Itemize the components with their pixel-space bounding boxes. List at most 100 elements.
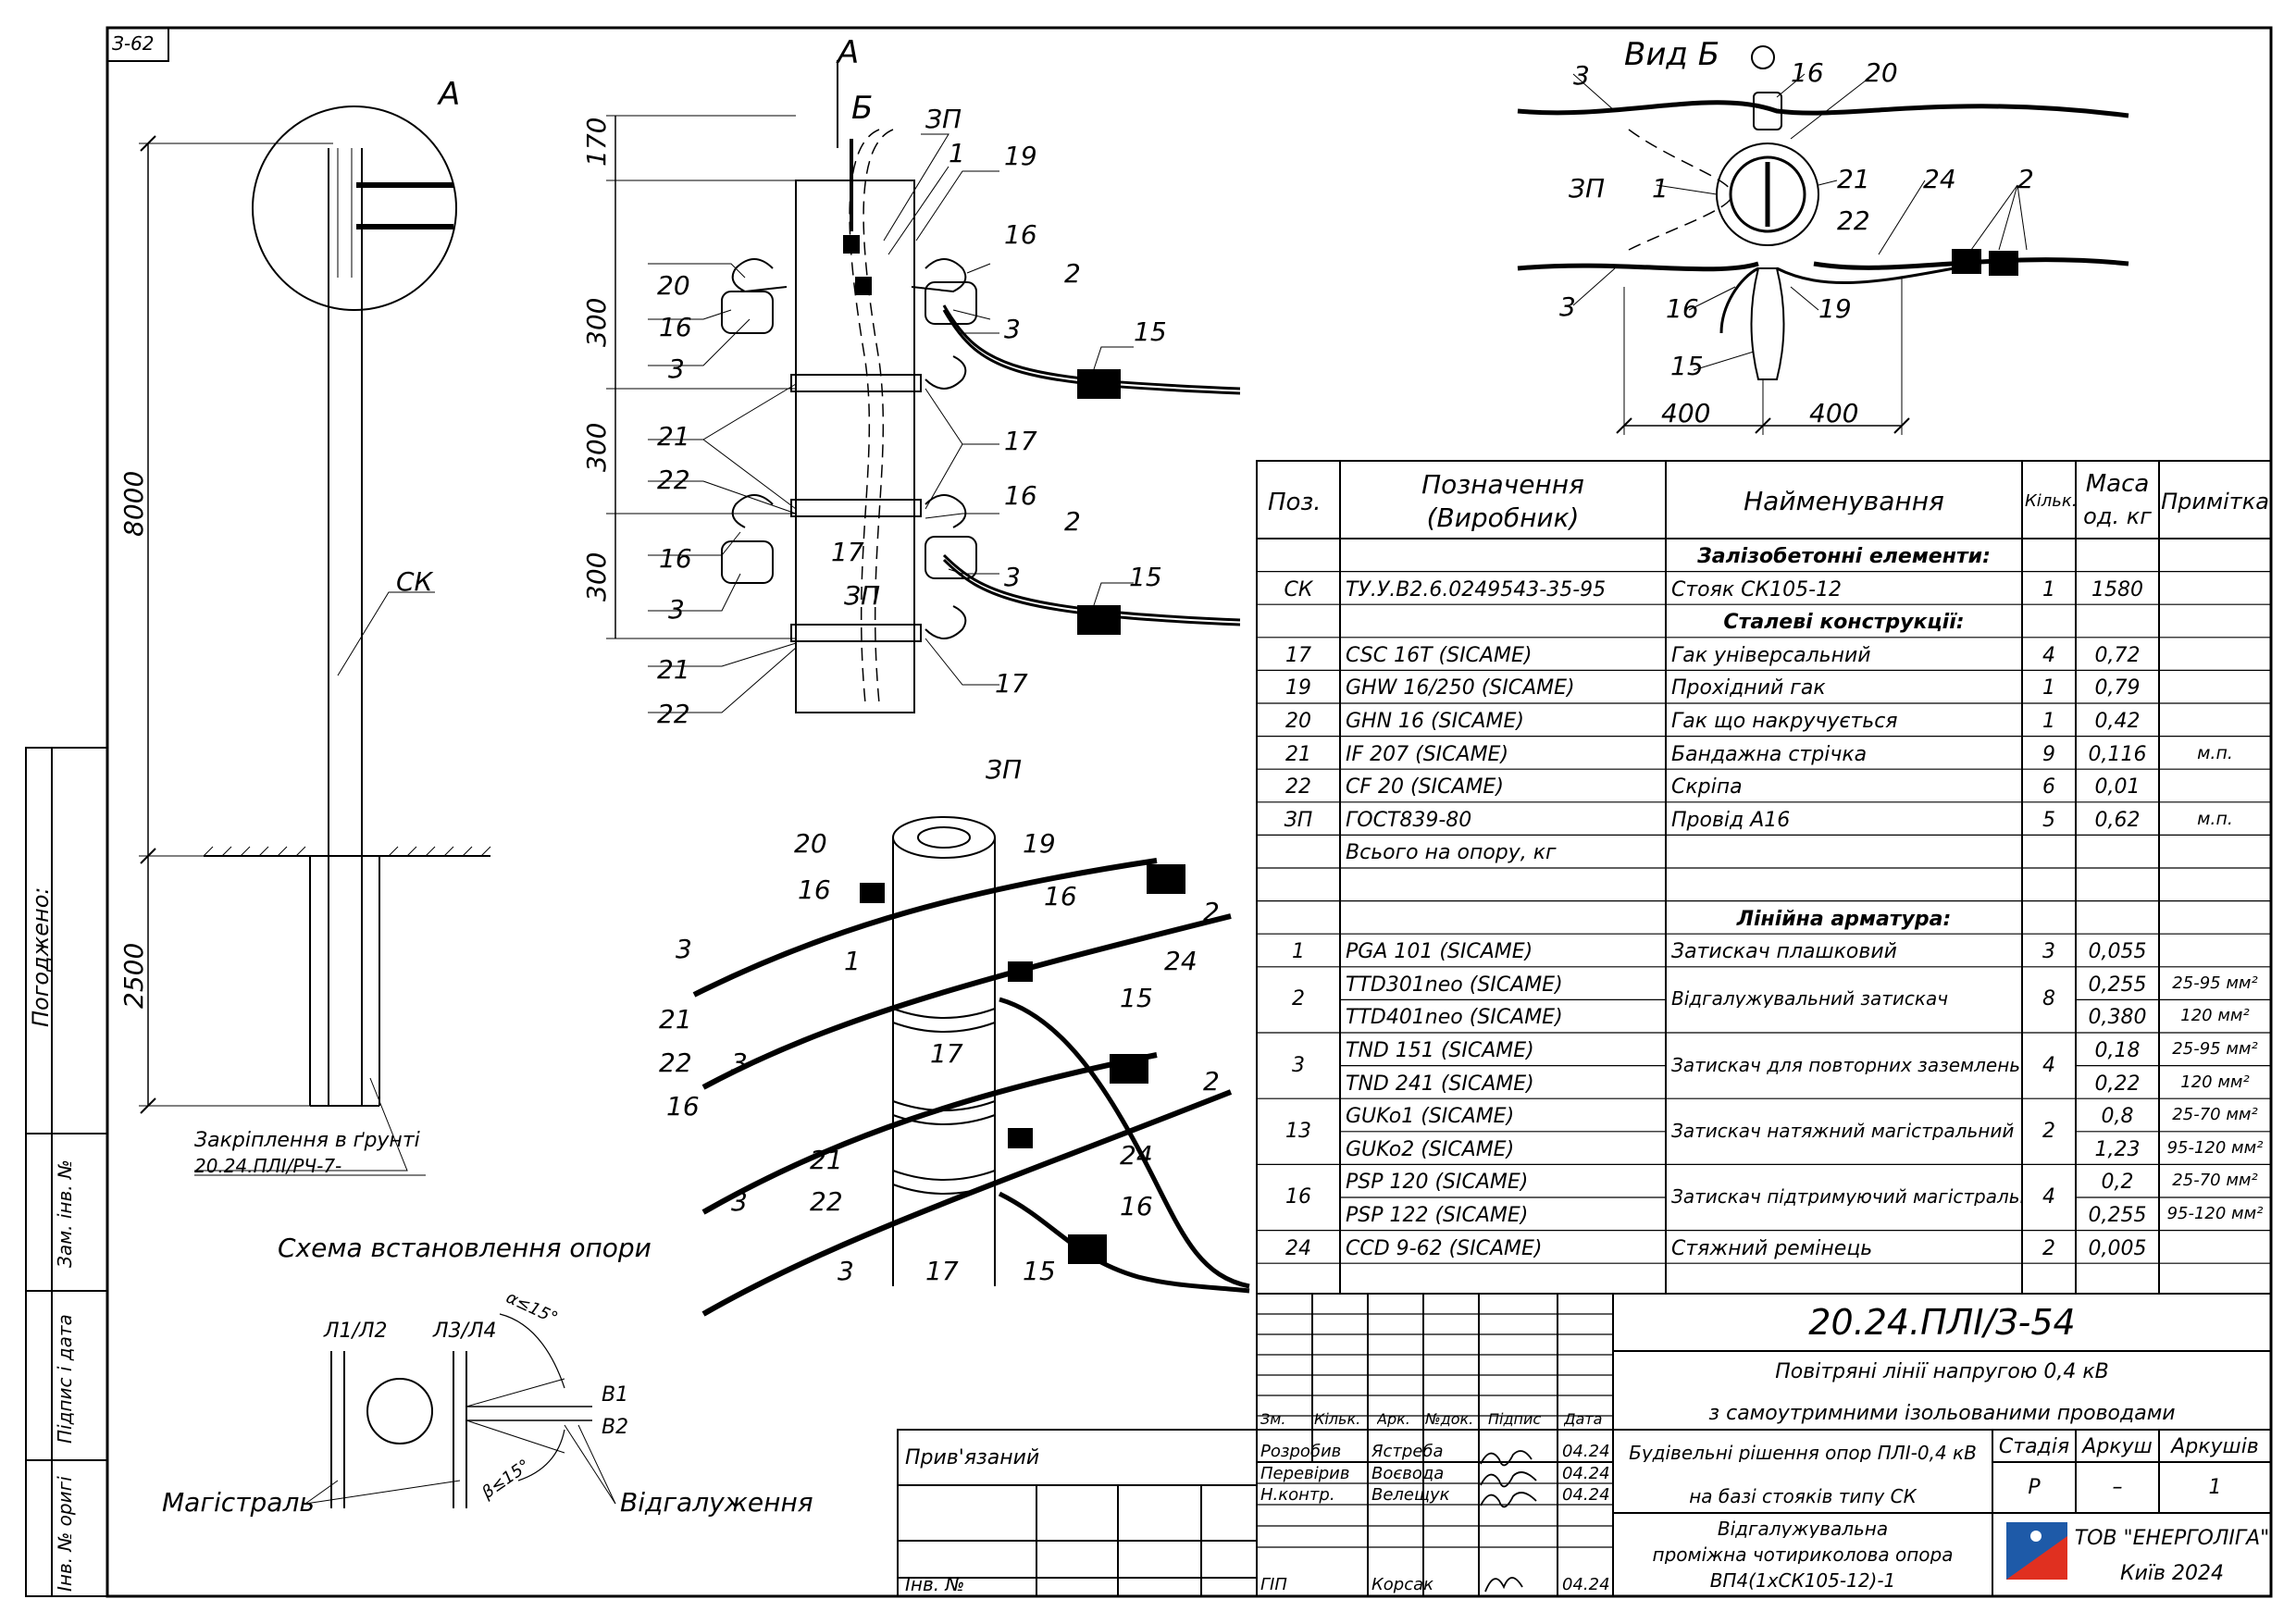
tb-h-data: Дата <box>1564 1412 1603 1427</box>
spec-section-heading: Залізобетонні елементи: <box>1697 547 1991 567</box>
spec-cell-mass: 0,42 <box>2094 712 2141 732</box>
spec-cell-des: IF 207 (SICAME) <box>1346 744 1509 765</box>
callout-zp-a1: ЗП <box>925 104 962 134</box>
spec-cell-note: м.п. <box>2197 810 2233 828</box>
spec-cell-qty: 1 <box>2042 678 2055 700</box>
signatures <box>1480 1450 1537 1593</box>
pryvyazanyi-label: Прив'язаний <box>905 1448 1040 1469</box>
stadia-label: Стадія <box>1998 1437 2070 1457</box>
callout-15-iso1: 15 <box>1120 983 1153 1013</box>
isometric-view <box>692 816 1250 1317</box>
pole-elevation <box>139 105 491 1176</box>
callout-22-b: 22 <box>1837 205 1870 236</box>
callout-21-a2: 21 <box>657 654 690 685</box>
callout-21-a1: 21 <box>657 421 690 452</box>
callout-3-a4: 3 <box>668 594 685 625</box>
spec-cell-pos: 19 <box>1285 678 1311 700</box>
spec-cell-mass: 0,255 <box>2088 974 2147 996</box>
dim-2500: 2500 <box>118 942 149 1009</box>
callout-16-iso1: 16 <box>798 874 831 905</box>
callout-2-a1: 2 <box>1064 258 1081 289</box>
callout-16-b1: 16 <box>1791 57 1824 88</box>
callout-3-a1: 3 <box>1004 314 1021 344</box>
spec-cell-note: 25-95 мм² <box>2172 974 2258 992</box>
tb-h-ark: Арк. <box>1377 1412 1410 1427</box>
tb-h-kilk: Кільк. <box>1314 1412 1361 1427</box>
spec-cell-pos: 16 <box>1285 1187 1311 1208</box>
arkushiv-value: 1 <box>2208 1478 2222 1498</box>
label-vidgaluzhennya: Відгалуження <box>620 1487 813 1518</box>
spec-cell-mass: 0,18 <box>2094 1041 2141 1061</box>
callout-zp-a2: ЗП <box>844 580 881 611</box>
title-block-date: 04.24 <box>1562 1577 1610 1593</box>
dim-300-b: 300 <box>581 422 612 472</box>
callout-3-a3: 3 <box>1004 562 1021 592</box>
arrow-b-label: Б <box>851 90 874 127</box>
callout-16-iso3: 16 <box>666 1091 700 1122</box>
spec-cell-des: TND 241 (SICAME) <box>1346 1073 1534 1095</box>
side-zam-inv: Зам. інв. № <box>54 1159 76 1268</box>
title-block-role: Перевірив <box>1260 1466 1350 1482</box>
callout-2-a2: 2 <box>1064 506 1081 537</box>
spec-cell-pos: 3 <box>1292 1055 1305 1076</box>
spec-cell-des: CSC 16T (SICAME) <box>1346 645 1533 666</box>
spec-header-note: Примітка <box>2161 490 2269 513</box>
spec-cell-des: Всього на опору, кг <box>1346 843 1557 864</box>
sheet-title-2: проміжна чотириколова опора <box>1652 1545 1954 1564</box>
callout-16-iso4: 16 <box>1120 1191 1153 1221</box>
callout-20-a: 20 <box>657 270 690 301</box>
callout-16-a3: 16 <box>1004 480 1037 511</box>
spec-cell-mass: 1580 <box>2091 579 2143 601</box>
side-pidpys-data: Підпис і дата <box>54 1314 76 1444</box>
label-b1: В1 <box>602 1383 629 1407</box>
spec-header-mass2: од. кг <box>2083 505 2152 527</box>
title-block-row-lines <box>1257 1313 1613 1548</box>
label-l1l2: Л1/Л2 <box>324 1320 388 1343</box>
callout-3-iso1: 3 <box>676 934 692 964</box>
spec-cell-des: PGA 101 (SICAME) <box>1346 942 1533 963</box>
spec-cell-pos: 1 <box>1292 942 1305 963</box>
dim-300-a: 300 <box>581 297 612 347</box>
arrow-a-label: А <box>838 34 860 71</box>
arkush-value: – <box>2112 1478 2123 1498</box>
company-name: ТОВ "ЕНЕРГОЛІГА" <box>2074 1529 2270 1549</box>
side-inv-orig: Інв. № оригі <box>54 1476 76 1592</box>
spec-cell-name: Прохідний гак <box>1671 678 1826 700</box>
title-line1: Повітряні лінії напругою 0,4 кВ <box>1775 1362 2109 1382</box>
spec-cell-qty: 9 <box>2042 744 2055 765</box>
spec-cell-pos: 21 <box>1285 744 1311 765</box>
callout-17-iso2: 17 <box>925 1256 959 1286</box>
title-block-role: Розробив <box>1260 1444 1342 1460</box>
spec-section-heading: Сталеві конструкції: <box>1723 613 1965 634</box>
callout-3-a2: 3 <box>668 353 685 384</box>
spec-cell-des: TTD401neo (SICAME) <box>1346 1008 1563 1029</box>
spec-cell-mass: 0,79 <box>2094 678 2141 700</box>
view-b-title: Вид Б <box>1624 36 1720 73</box>
callout-2-iso1: 2 <box>1203 897 1220 927</box>
callout-2-iso2: 2 <box>1203 1066 1220 1097</box>
spec-cell-name: Бандажна стрічка <box>1671 744 1868 765</box>
spec-cell-mass: 0,055 <box>2088 942 2147 963</box>
title-block-date: 04.24 <box>1562 1444 1610 1460</box>
callout-22-a1: 22 <box>657 465 690 495</box>
spec-cell-mass: 0,2 <box>2101 1172 2134 1194</box>
inv-label: Інв. № <box>905 1575 965 1593</box>
callout-17-a3: 17 <box>995 668 1028 699</box>
spec-cell-des: GUKo2 (SICAME) <box>1346 1139 1515 1160</box>
spec-cell-des: TND 151 (SICAME) <box>1346 1041 1534 1061</box>
scheme-title: Схема встановлення опори <box>278 1233 652 1263</box>
callout-17-a2: 17 <box>831 537 864 567</box>
tb-h-ndok: №док. <box>1425 1412 1474 1427</box>
callout-15-a1: 15 <box>1134 316 1167 347</box>
spec-cell-mass: 0,72 <box>2094 645 2141 666</box>
callout-24-b: 24 <box>1923 164 1956 194</box>
spec-cell-note: 120 мм² <box>2180 1073 2250 1091</box>
spec-header-pos: Поз. <box>1268 490 1322 514</box>
spec-cell-mass: 0,01 <box>2094 777 2141 799</box>
spec-cell-mass: 0,005 <box>2088 1238 2147 1259</box>
spec-cell-name: Скріпа <box>1671 777 1743 799</box>
company-logo <box>2006 1522 2067 1580</box>
label-l3l4: Л3/Л4 <box>433 1320 497 1343</box>
title-block-role: ГІП <box>1260 1577 1287 1593</box>
callout-1-iso: 1 <box>844 946 861 976</box>
